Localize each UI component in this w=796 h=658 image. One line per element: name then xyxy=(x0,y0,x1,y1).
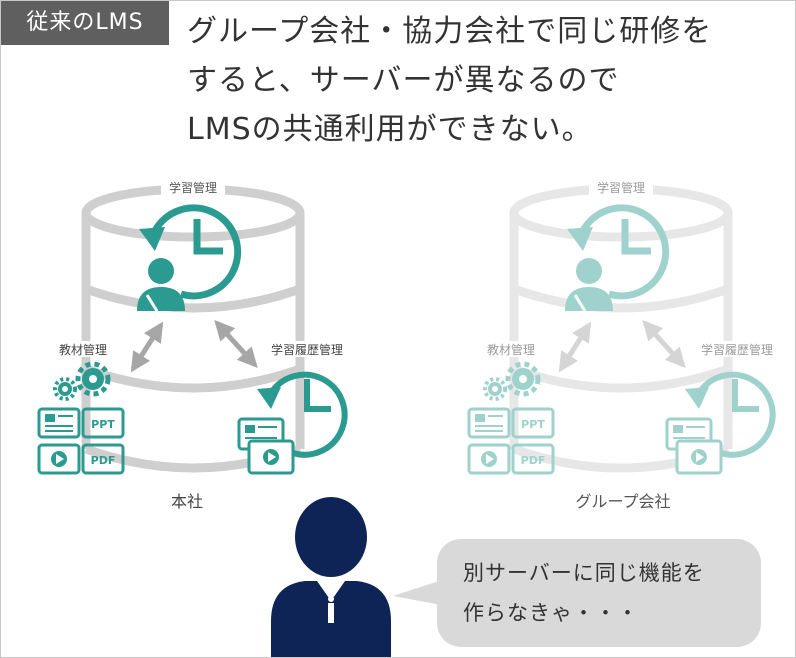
user-icon xyxy=(137,258,185,312)
history-clock-icon xyxy=(567,204,670,300)
speech-line-1: 別サーバーに同じ機能を xyxy=(463,561,705,585)
group-company-label: グループ会社 xyxy=(575,492,670,511)
head-office-label: 本社 xyxy=(171,492,203,511)
arrow-material-to-learning xyxy=(130,321,164,373)
pdf-label: PDF xyxy=(521,454,546,467)
top-label: 学習管理 xyxy=(597,180,645,195)
history-clock-icon xyxy=(139,204,242,300)
head-office-system: 学習管理 教材管理 学習履歴管理 xyxy=(37,179,353,511)
user-icon xyxy=(565,258,613,312)
speech-bubble-tail xyxy=(393,581,441,605)
top-label: 学習管理 xyxy=(169,180,217,195)
material-files: PPT PDF xyxy=(37,407,125,475)
arrow-learning-to-history xyxy=(642,320,686,368)
speech-line-2: 作らなきゃ・・・ xyxy=(463,601,639,625)
person-icon xyxy=(271,497,391,657)
group-company-system: 学習管理 教材管理 学習履歴管理 xyxy=(467,179,783,511)
history-small-clock-icon xyxy=(665,371,776,475)
speech-text: 別サーバーに同じ機能を 作らなきゃ・・・ xyxy=(463,553,705,633)
headline-line-3: LMSの共通利用ができない。 xyxy=(187,112,593,147)
material-label: 教材管理 xyxy=(59,342,107,357)
speech-bubble: 別サーバーに同じ機能を 作らなきゃ・・・ xyxy=(437,539,761,647)
headline-line-2: すると、サーバーが異なるので xyxy=(187,63,620,98)
headline: グループ会社・協力会社で同じ研修を すると、サーバーが異なるので LMSの共通利… xyxy=(187,7,787,154)
section-tag: 従来のLMS xyxy=(1,1,169,45)
arrow-material-to-learning xyxy=(558,321,592,373)
headline-line-1: グループ会社・協力会社で同じ研修を xyxy=(187,14,713,49)
material-files: PPT PDF xyxy=(467,407,555,475)
ppt-label: PPT xyxy=(91,418,115,431)
ppt-label: PPT xyxy=(521,418,545,431)
gear-icon xyxy=(483,361,541,401)
pdf-label: PDF xyxy=(91,454,116,467)
gear-icon xyxy=(53,361,111,401)
history-label: 学習履歴管理 xyxy=(701,342,773,357)
history-label: 学習履歴管理 xyxy=(271,342,343,357)
history-small-clock-icon xyxy=(237,371,348,475)
material-label: 教材管理 xyxy=(487,342,535,357)
arrow-learning-to-history xyxy=(214,320,258,368)
